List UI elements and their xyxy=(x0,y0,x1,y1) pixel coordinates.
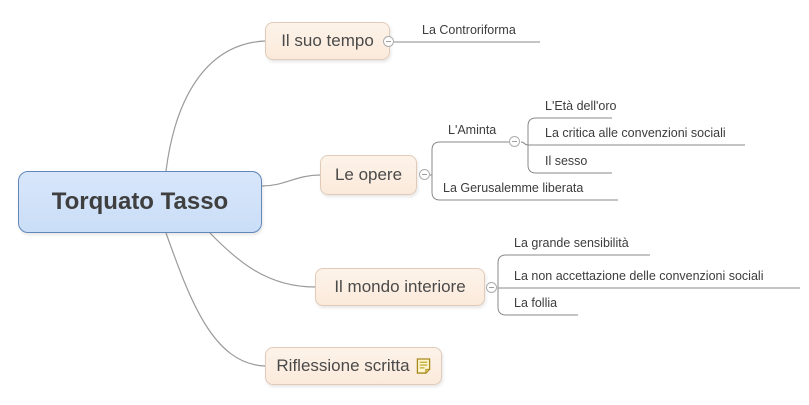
line-la-critica xyxy=(520,141,745,146)
subtopic-l-eta-dell-oro[interactable]: L'Età dell'oro xyxy=(545,99,617,113)
topic-label: Riflessione scritta xyxy=(276,356,410,375)
curve-root-to-il-suo-tempo xyxy=(165,40,266,172)
root-topic-label: Torquato Tasso xyxy=(51,188,229,215)
topic-label: Il mondo interiore xyxy=(334,277,466,296)
minus-icon xyxy=(512,141,517,142)
subtopic-la-gerusalemme-liberata[interactable]: La Gerusalemme liberata xyxy=(443,181,584,195)
minus-icon xyxy=(386,41,391,42)
topic-label: Le opere xyxy=(334,165,403,184)
curve-root-to-mondo-interiore xyxy=(209,232,316,288)
curve-root-to-le-opere xyxy=(261,174,321,187)
note-icon[interactable] xyxy=(416,358,431,374)
subtopic-il-sesso[interactable]: Il sesso xyxy=(545,154,588,168)
topic-label: Il suo tempo xyxy=(281,31,374,50)
topic-le-opere[interactable]: Le opere xyxy=(320,155,417,195)
bracket-le-opere xyxy=(431,141,618,201)
bracket-mondo-interiore xyxy=(497,254,650,316)
collapse-button-il-mondo-interiore[interactable] xyxy=(486,282,497,293)
curve-root-to-riflessione xyxy=(165,232,266,367)
subtopic-l-aminta[interactable]: L'Aminta xyxy=(448,123,497,137)
topic-riflessione-scritta[interactable]: Riflessione scritta xyxy=(265,347,442,385)
collapse-button-il-suo-tempo[interactable] xyxy=(383,36,394,47)
topic-il-suo-tempo[interactable]: Il suo tempo xyxy=(265,22,390,60)
subtopic-la-non-accettazione[interactable]: La non accettazione delle convenzioni so… xyxy=(514,269,764,283)
topic-il-mondo-interiore[interactable]: Il mondo interiore xyxy=(315,268,485,306)
subtopic-la-critica[interactable]: La critica alle convenzioni sociali xyxy=(545,126,726,140)
subtopic-la-follia[interactable]: La follia xyxy=(514,296,558,310)
root-topic-torquato-tasso[interactable]: Torquato Tasso xyxy=(18,171,262,233)
collapse-button-le-opere[interactable] xyxy=(419,169,430,180)
subtopic-la-grande-sensibilita[interactable]: La grande sensibilità xyxy=(514,236,629,250)
minus-icon xyxy=(489,287,494,288)
subtopic-la-controriforma[interactable]: La Controriforma xyxy=(422,23,516,37)
collapse-button-l-aminta[interactable] xyxy=(509,136,520,147)
minus-icon xyxy=(422,174,427,175)
